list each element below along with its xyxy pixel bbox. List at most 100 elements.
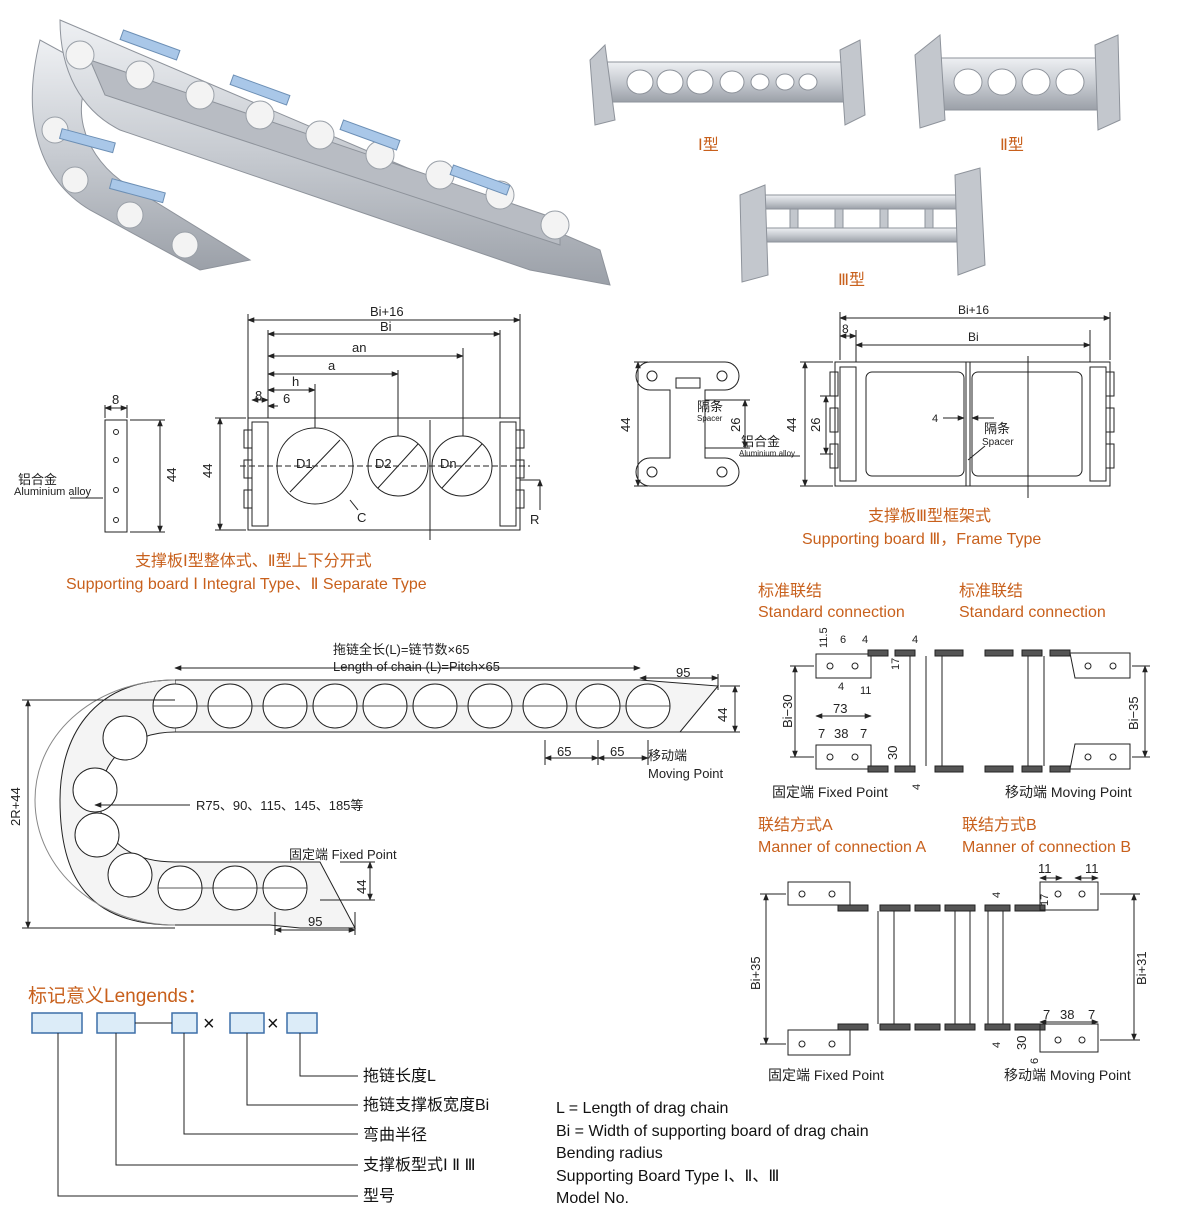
dim3-bi16: Bi+16 (958, 303, 989, 317)
chain-radius: R75、90、115、145、185等 (196, 798, 363, 813)
dim-side8: 8 (112, 392, 119, 407)
std1-d7b: 7 (860, 726, 867, 741)
manner-a-bi35: Bi+35 (748, 956, 763, 990)
dim-h44: 44 (200, 464, 215, 478)
legend-times-2: × (267, 1013, 279, 1035)
type2-board-photo: Ⅱ型 (914, 34, 1121, 154)
manner-b-d4a: 4 (991, 892, 1003, 898)
std1-fixed: 固定端 Fixed Point (772, 784, 888, 800)
manner-a-fixed: 固定端 Fixed Point (768, 1067, 884, 1083)
manner-b-d4b: 4 (991, 1042, 1003, 1048)
legend-item-cn-0: 拖链长度L (363, 1067, 436, 1085)
board3-caption-cn: 支撑板Ⅲ型框架式 (868, 507, 991, 525)
legend-item-en-0: L = Length of drag chain (556, 1100, 728, 1117)
std2-en: Standard connection (959, 604, 1106, 621)
material3-cn: 铝合金 (741, 434, 780, 449)
std1-d73: 73 (833, 701, 847, 716)
board3-caption-en: Supporting board Ⅲ，Frame Type (802, 531, 1041, 548)
legend-item-cn-2: 弯曲半径 (363, 1126, 427, 1144)
std1-d38: 38 (834, 726, 848, 741)
dim-h: h (292, 374, 299, 389)
chain-length-en: Length of chain (L)=Pitch×65 (333, 659, 500, 674)
material-en: Aluminium alloy (14, 486, 92, 498)
chain-d65b: 65 (610, 744, 624, 759)
legend-item-cn-3: 支撑板型式Ⅰ Ⅱ Ⅲ (363, 1156, 476, 1174)
manner-b-d7b: 7 (1088, 1007, 1095, 1022)
std2-cn: 标准联结 (959, 582, 1023, 600)
legend-item-en-4: Model No. (556, 1190, 629, 1207)
manner-b-d30: 30 (1014, 1036, 1029, 1050)
dim-d2: D2 (375, 456, 392, 471)
dim-side44: 44 (164, 468, 179, 482)
spacer2-en: Spacer (982, 437, 1014, 448)
chain-moving-en: Moving Point (648, 766, 724, 781)
board12-caption-en: Supporting board Ⅰ Integral Type、Ⅱ Separ… (66, 576, 427, 593)
std-connection-labels: 标准联结 Standard connection 标准联结 Standard c… (758, 582, 1141, 800)
std1-en: Standard connection (758, 604, 905, 621)
legend-box-length (286, 1012, 318, 1034)
chain-layout-drawing (22, 665, 740, 935)
std1-d4b: 4 (912, 634, 918, 646)
std-connection-drawings (790, 649, 1150, 773)
board-type3-labels: Bi+16 8 Bi 44 26 44 26 4 隔条 Spacer 隔条 Sp… (618, 303, 1041, 548)
spacer-en: Spacer (697, 414, 723, 423)
dim-a: a (328, 358, 336, 373)
legend-item-en-3: Supporting Board Type Ⅰ、Ⅱ、Ⅲ (556, 1168, 779, 1185)
spacer-cn: 隔条 (697, 399, 723, 414)
type3-label: Ⅲ型 (838, 271, 865, 289)
board12-caption-cn: 支撑板Ⅰ型整体式、Ⅱ型上下分开式 (135, 552, 372, 570)
manner-b-d6: 6 (1029, 1058, 1041, 1064)
std1-d4a: 4 (862, 634, 868, 646)
legend-item-en-2: Bending radius (556, 1145, 663, 1162)
dim-an: an (352, 340, 366, 355)
chain-fixed: 固定端 Fixed Point (289, 847, 397, 862)
material-cn: 铝合金 (18, 472, 57, 487)
chain-height: 2R+44 (8, 787, 23, 826)
dim-c: C (357, 510, 366, 525)
type3-board-photo: Ⅲ型 (739, 167, 986, 289)
manner-b-en: Manner of connection B (962, 839, 1131, 856)
chain-d95-bot: 95 (308, 914, 322, 929)
chain-d44-bot: 44 (354, 880, 369, 894)
dim-d1: D1 (296, 456, 313, 471)
legend-box-width (229, 1012, 265, 1034)
manner-b-moving: 移动端 Moving Point (1004, 1067, 1131, 1083)
dim3-h44: 44 (618, 418, 633, 432)
chain-moving-cn: 移动端 (648, 748, 687, 763)
dim-bi16: Bi+16 (370, 304, 404, 319)
spacer2-cn: 隔条 (984, 421, 1010, 436)
legend-box-radius (171, 1012, 198, 1034)
board-type3-drawing (634, 312, 1115, 498)
manner-ab-labels: 联结方式A Manner of connection A 联结方式B Manne… (748, 816, 1149, 1083)
legend-item-cn-4: 型号 (363, 1187, 395, 1205)
std1-bi30: Bi−30 (780, 694, 795, 728)
chain-d95-top: 95 (676, 665, 690, 680)
legend: 标记意义Lengends： × × 拖链长度L 拖链支撑板宽度Bi 弯曲半径 支… (28, 985, 869, 1207)
chain-length-cn: 拖链全长(L)=链节数×65 (333, 642, 470, 657)
manner-b-d7a: 7 (1043, 1007, 1050, 1022)
chain-layout-labels: 拖链全长(L)=链节数×65 Length of chain (L)=Pitch… (8, 642, 730, 929)
dim-r: R (530, 512, 539, 527)
dim-dn: Dn (440, 456, 457, 471)
std2-moving: 移动端 Moving Point (1005, 784, 1132, 800)
legend-title: 标记意义Lengends： (28, 985, 206, 1007)
dim3-s26: 26 (808, 418, 823, 432)
chain-d44-top: 44 (715, 708, 730, 722)
manner-a-cn: 联结方式A (758, 816, 833, 834)
type1-label: Ⅰ型 (698, 136, 719, 154)
std1-cn: 标准联结 (758, 582, 822, 600)
std1-d6: 6 (840, 634, 846, 646)
dim3-s44: 44 (784, 418, 799, 432)
manner-ab-drawings (760, 875, 1140, 1056)
dim3-w8: 8 (842, 322, 849, 336)
type2-label: Ⅱ型 (1000, 136, 1024, 154)
dim3-h26: 26 (728, 418, 743, 432)
legend-item-en-1: Bi = Width of supporting board of drag c… (556, 1123, 869, 1140)
type1-board-photo: Ⅰ型 (589, 39, 866, 154)
std2-bi35: Bi−35 (1126, 696, 1141, 730)
dim-bi: Bi (380, 319, 392, 334)
std1-d4d: 4 (911, 784, 923, 790)
std1-d17: 17 (890, 658, 902, 670)
manner-b-d11a: 11 (1038, 861, 1052, 876)
manner-b-d17: 17 (1039, 894, 1051, 906)
